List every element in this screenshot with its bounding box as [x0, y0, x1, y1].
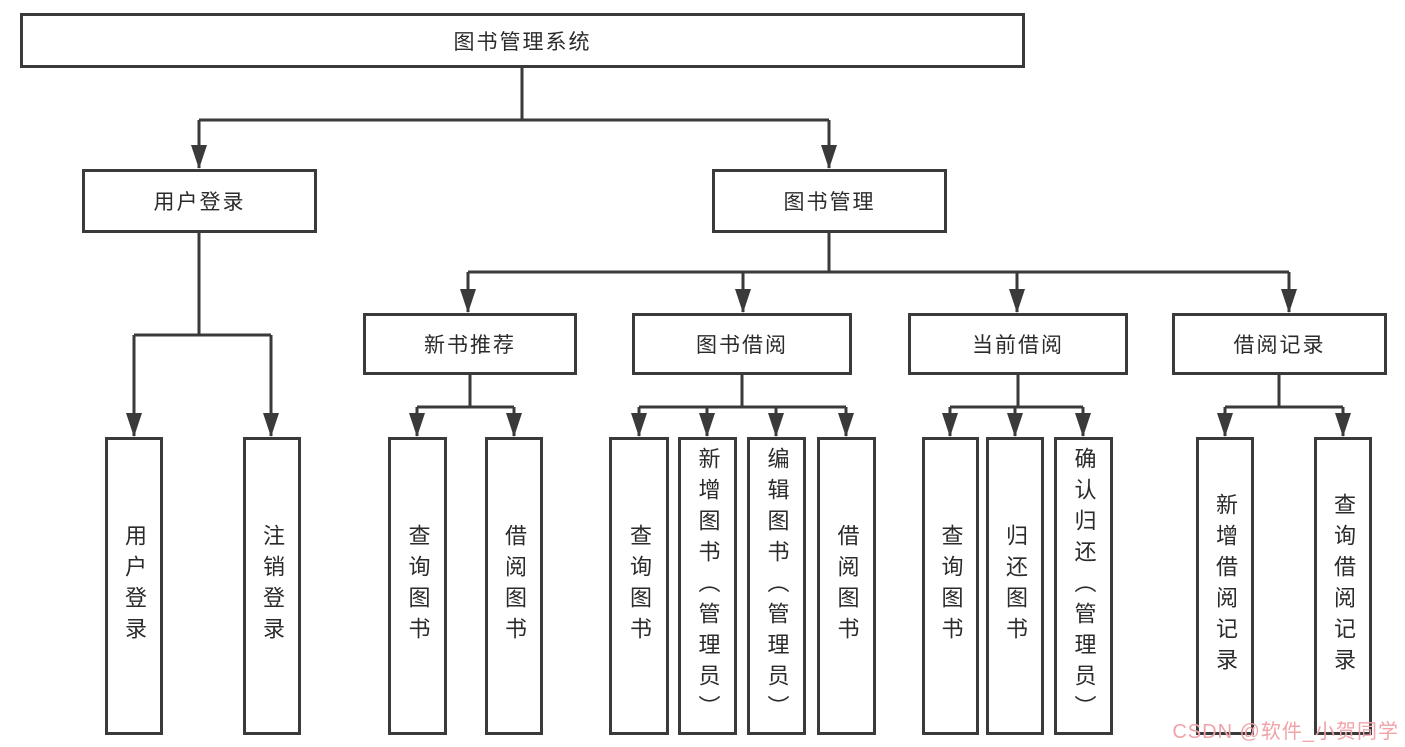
node-book-borrowing: 图书借阅	[632, 313, 852, 375]
node-user-login-branch: 用户登录	[82, 169, 317, 233]
node-book-management: 图书管理	[712, 169, 947, 233]
node-leaf-borrow-books-recommend: 借阅图书	[485, 437, 543, 735]
node-leaf-add-borrow-record: 新增借阅记录	[1196, 437, 1254, 735]
node-leaf-return-books: 归还图书	[986, 437, 1044, 735]
node-root-library-system: 图书管理系统	[20, 13, 1025, 68]
node-leaf-query-books-recommend: 查询图书	[388, 437, 447, 735]
csdn-watermark: CSDN @软件_小贺同学	[1172, 721, 1399, 743]
node-leaf-add-books-admin: 新增图书（管理员）	[678, 437, 737, 735]
node-leaf-query-borrow-record: 查询借阅记录	[1314, 437, 1372, 735]
node-leaf-borrow-books: 借阅图书	[817, 437, 876, 735]
node-new-book-recommend: 新书推荐	[363, 313, 577, 375]
node-leaf-user-login: 用户登录	[105, 437, 163, 735]
node-borrowing-records: 借阅记录	[1172, 313, 1387, 375]
node-leaf-logout: 注销登录	[243, 437, 301, 735]
node-current-borrowing: 当前借阅	[908, 313, 1128, 375]
node-leaf-edit-books-admin: 编辑图书（管理员）	[747, 437, 806, 735]
node-leaf-confirm-return-admin: 确认归还（管理员）	[1054, 437, 1113, 735]
node-leaf-query-books-current: 查询图书	[922, 437, 979, 735]
node-leaf-query-books-borrow: 查询图书	[609, 437, 669, 735]
